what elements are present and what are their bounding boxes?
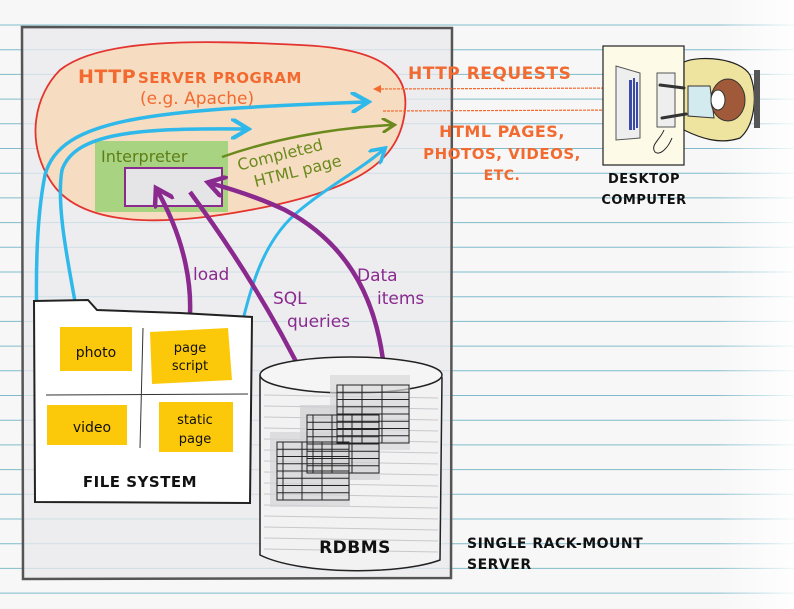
responses-label-3: ETC.: [484, 168, 521, 184]
sql-label-1: SQL: [273, 289, 307, 309]
data-items-arrow: [210, 183, 389, 404]
client-label-1: DESKTOP: [608, 172, 680, 187]
file-page-script-label-1: page: [174, 341, 206, 356]
file-video[interactable]: video: [47, 405, 127, 445]
file-static-page-label-1: static: [177, 413, 213, 428]
file-page-script-label-2: script: [172, 359, 208, 374]
server-program-title-strong: HTTP: [78, 66, 136, 88]
data-label-2: items: [377, 289, 424, 309]
file-static-page-label-2: page: [179, 432, 211, 447]
responses-label-2: PHOTOS, VIDEOS,: [423, 145, 581, 163]
sql-label-2: queries: [287, 312, 350, 332]
file-photo[interactable]: photo: [60, 327, 132, 371]
data-label-1: Data: [357, 266, 398, 286]
file-photo-label: photo: [76, 345, 116, 361]
keyboard-icon: [656, 72, 676, 128]
server-program-title: SERVER PROGRAM: [138, 69, 302, 87]
http-response-arrow: [382, 106, 632, 115]
photo-to-server-arrow: [58, 129, 245, 331]
completed-page-arrow: [221, 125, 392, 159]
server-label-1: SINGLE RACK-MOUNT: [467, 536, 643, 552]
rdbms-label: RDBMS: [319, 538, 391, 558]
load-label: load: [193, 265, 229, 285]
interpreter-slot: [124, 167, 223, 207]
file-page-script[interactable]: page script: [150, 328, 232, 384]
file-video-label: video: [73, 420, 111, 436]
http-requests-label: HTTP REQUESTS: [408, 64, 571, 84]
desktop-computer: [602, 45, 760, 166]
responses-label-1: HTML PAGES,: [439, 122, 565, 141]
file-static-page[interactable]: static page: [159, 402, 233, 452]
http-request-arrow: [373, 84, 629, 93]
file-system-label: FILE SYSTEM: [83, 473, 197, 491]
interpreter-label: Interpreter: [101, 147, 188, 166]
rdbms-cylinder: [259, 356, 443, 572]
client-label-2: COMPUTER: [601, 193, 686, 208]
server-label-2: SERVER: [467, 557, 532, 573]
server-program-subtitle: (e.g. Apache): [140, 89, 254, 109]
